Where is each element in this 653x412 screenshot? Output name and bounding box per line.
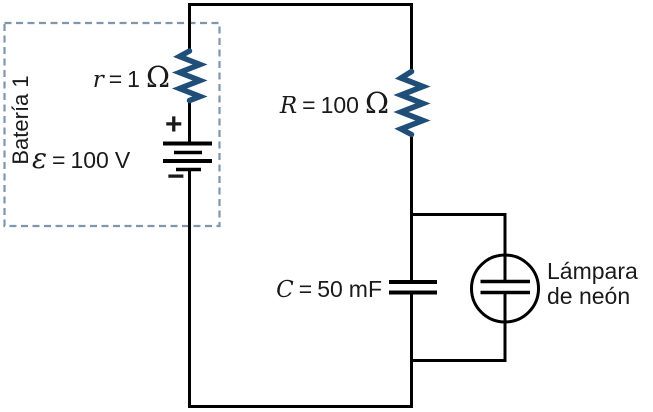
emf-symbol: ε	[32, 142, 48, 175]
R-symbol: R	[279, 93, 298, 119]
battery-dashed-box	[3, 21, 221, 228]
label-neon-lamp: Lámpara de neón	[547, 259, 638, 309]
emf-unit: V	[114, 147, 131, 173]
emf-value: 100	[70, 147, 109, 173]
C-unit: mF	[348, 276, 382, 302]
battery-minus-sign: −	[167, 160, 185, 193]
wire-lamp-branch-top	[411, 213, 507, 280]
wire-bottom	[188, 169, 413, 408]
neon-lamp-label-line2: de neón	[547, 283, 631, 309]
C-value: 50	[317, 276, 343, 302]
r-value: 1	[127, 66, 140, 92]
r-symbol: r	[92, 67, 104, 93]
wire-lamp-branch-bottom	[411, 293, 507, 362]
r-unit: Ω	[145, 60, 170, 94]
neon-lamp-label-line1: Lámpara	[547, 258, 638, 284]
wire-top	[188, 3, 413, 73]
C-symbol: C	[276, 277, 294, 303]
R-value: 100	[320, 92, 359, 118]
battery-plus-sign: +	[165, 108, 183, 141]
equals-sign: =	[298, 276, 313, 302]
R-unit: Ω	[364, 86, 389, 120]
resistor-R-zigzag	[393, 68, 431, 138]
equals-sign: =	[302, 92, 316, 118]
resistor-r-zigzag	[171, 48, 208, 104]
equals-sign: =	[108, 66, 123, 92]
equals-sign: =	[52, 147, 66, 173]
battery-box-label: Batería 1	[8, 75, 33, 165]
